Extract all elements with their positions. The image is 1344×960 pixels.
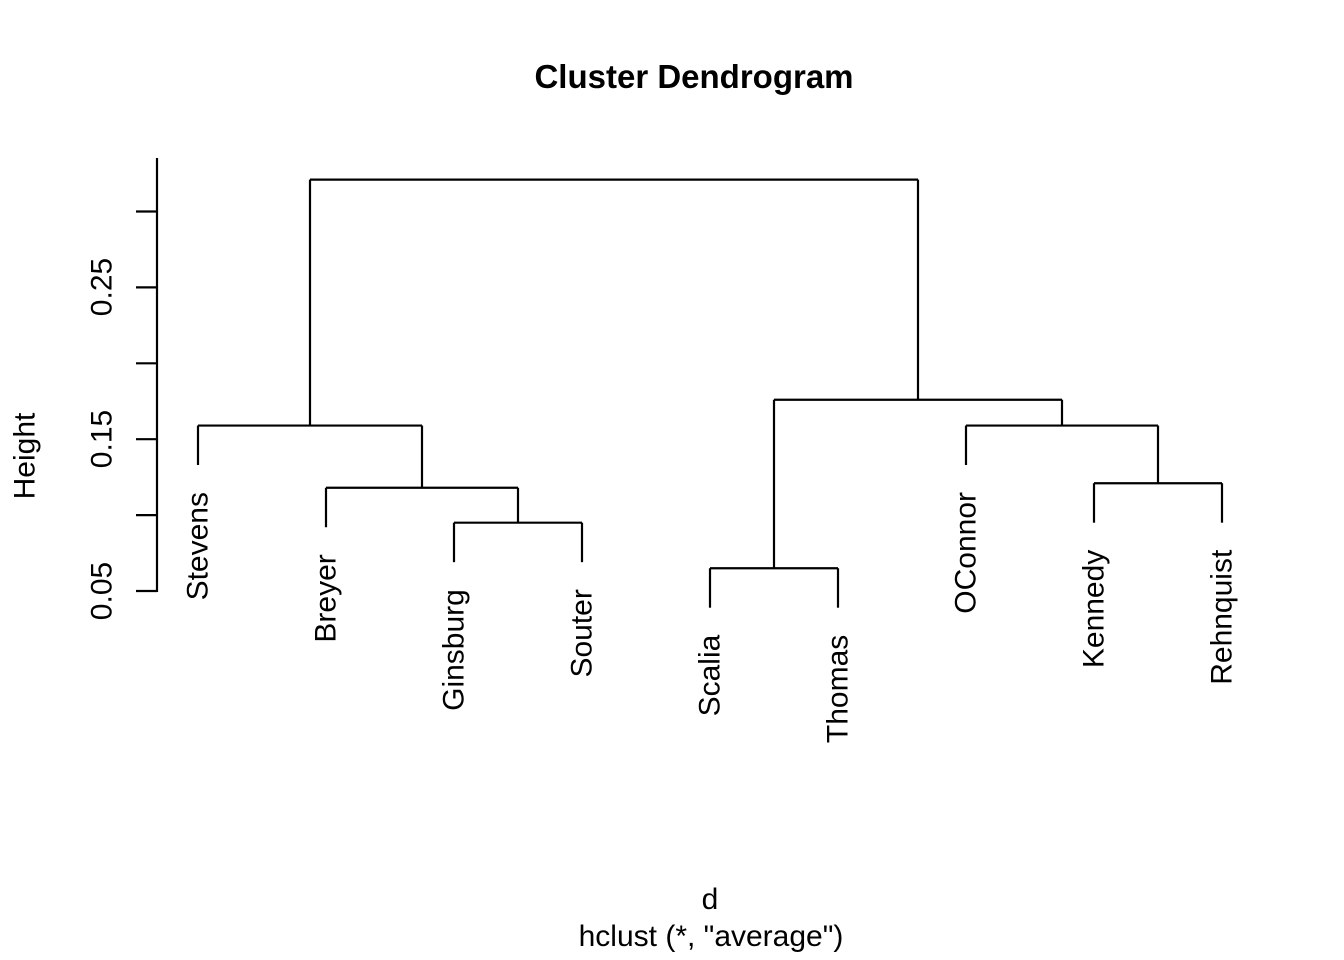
leaf-label-scalia: Scalia [694,634,727,716]
leaf-label-ginsburg: Ginsburg [438,589,471,711]
leaf-label-breyer: Breyer [310,554,343,642]
leaf-label-thomas: Thomas [822,635,855,743]
y-tick-label-0-25: 0.25 [86,258,119,316]
plot-title: Cluster Dendrogram [534,58,853,95]
leaf-label-stevens: Stevens [182,492,215,600]
leaf-label-oconnor: OConnor [950,492,983,614]
y-tick-label-0-05: 0.05 [86,562,119,620]
y-axis-title: Height [9,412,42,499]
x-axis-subtitle: hclust (*, "average") [579,920,844,953]
leaf-label-souter: Souter [566,589,599,677]
y-tick-label-0-15: 0.15 [86,410,119,468]
x-axis-title: d [702,883,719,916]
leaf-label-rehnquist: Rehnquist [1206,549,1239,685]
leaf-label-kennedy: Kennedy [1078,550,1111,668]
y-axis [136,158,159,593]
